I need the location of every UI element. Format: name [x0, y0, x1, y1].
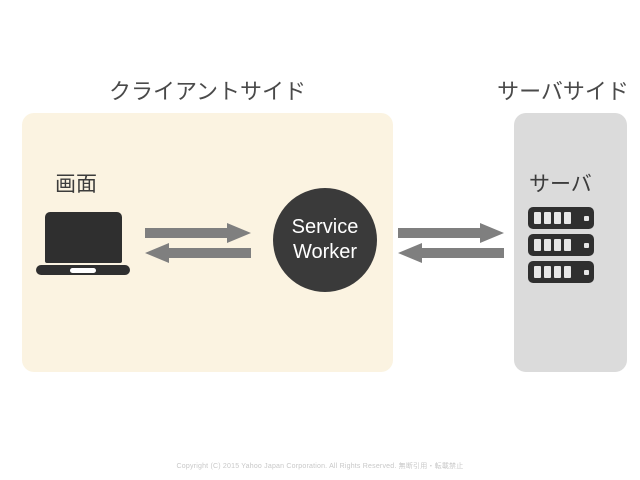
server-slot: [554, 212, 561, 224]
laptop-notch: [70, 267, 96, 273]
server-slot: [564, 212, 571, 224]
server-label: サーバ: [529, 173, 592, 196]
laptop-icon: [36, 212, 130, 276]
server-slot: [554, 266, 561, 278]
serviceworker-server-arrows: [398, 223, 504, 263]
copyright-text: Copyright (C) 2015 Yahoo Japan Corporati…: [176, 463, 464, 470]
server-unit: [528, 234, 594, 256]
server-slot: [544, 266, 551, 278]
server-unit: [528, 207, 594, 229]
server-slot: [534, 239, 541, 251]
server-unit: [528, 261, 594, 283]
laptop-screen: [45, 212, 122, 263]
arrow-right-icon: [398, 223, 504, 243]
server-slot: [564, 239, 571, 251]
service-worker-node: Service Worker: [273, 188, 377, 292]
arrow-left-icon: [145, 243, 251, 263]
client-side-heading: クライアントサイド: [108, 79, 307, 104]
server-side-heading: サーバサイド: [497, 79, 629, 104]
screen-label: 画面: [55, 173, 97, 196]
server-indicator-dot: [584, 215, 589, 221]
server-indicator-dot: [584, 242, 589, 248]
server-slot: [534, 212, 541, 224]
server-stack-icon: [528, 207, 594, 288]
laptop-base: [36, 265, 130, 275]
server-slot: [534, 266, 541, 278]
server-slot: [564, 266, 571, 278]
arrow-right-icon: [145, 223, 251, 243]
server-slot: [544, 239, 551, 251]
server-indicator-dot: [584, 269, 589, 275]
arrow-left-icon: [398, 243, 504, 263]
server-slot: [544, 212, 551, 224]
server-slot: [554, 239, 561, 251]
service-worker-label-line1: Service: [291, 216, 359, 238]
client-serviceworker-arrows: [145, 223, 251, 263]
service-worker-label-line2: Worker: [292, 241, 358, 263]
